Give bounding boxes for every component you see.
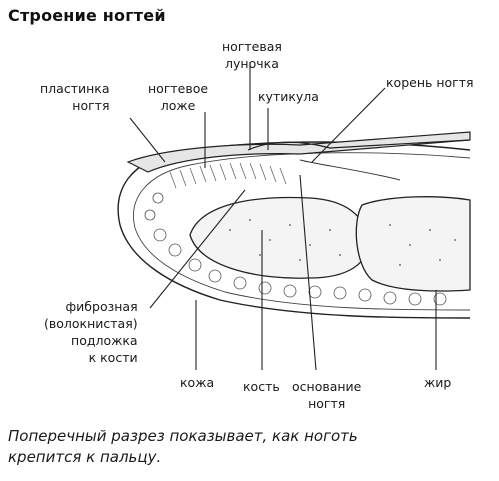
figure-title: Строение ногтей (8, 6, 166, 25)
cuticle-fold-shape (247, 139, 471, 151)
middle-bone-shape (355, 196, 471, 292)
bone-label: кость (243, 379, 280, 394)
skin-label: кожа (180, 375, 215, 390)
cuticle-label: кутикула (258, 89, 319, 104)
skin-outline (117, 141, 471, 319)
lunula-label: ногтевая луночка (222, 39, 282, 71)
leader-lines (129, 62, 437, 371)
nail-plate-label: пластинка ногтя (40, 81, 110, 113)
nail-bed-label: ногтевое ложе (148, 81, 209, 113)
nail-bed-hatching (169, 162, 287, 189)
nail-base-label: основание ногтя (292, 379, 362, 411)
distal-bone-shape (189, 196, 369, 279)
nail-root-label: корень ногтя (386, 75, 474, 90)
figure-caption: Поперечный разрез показывает, как ноготь… (8, 427, 358, 466)
nail-root-shape (299, 159, 401, 181)
bone-stipple (229, 219, 456, 266)
nail-plate-shape (126, 131, 471, 173)
fibrous-base-label: фиброзная (волокнистая) подложка к кости (44, 299, 138, 365)
fat-label: жир (424, 375, 452, 390)
fat-lobules (144, 192, 447, 306)
